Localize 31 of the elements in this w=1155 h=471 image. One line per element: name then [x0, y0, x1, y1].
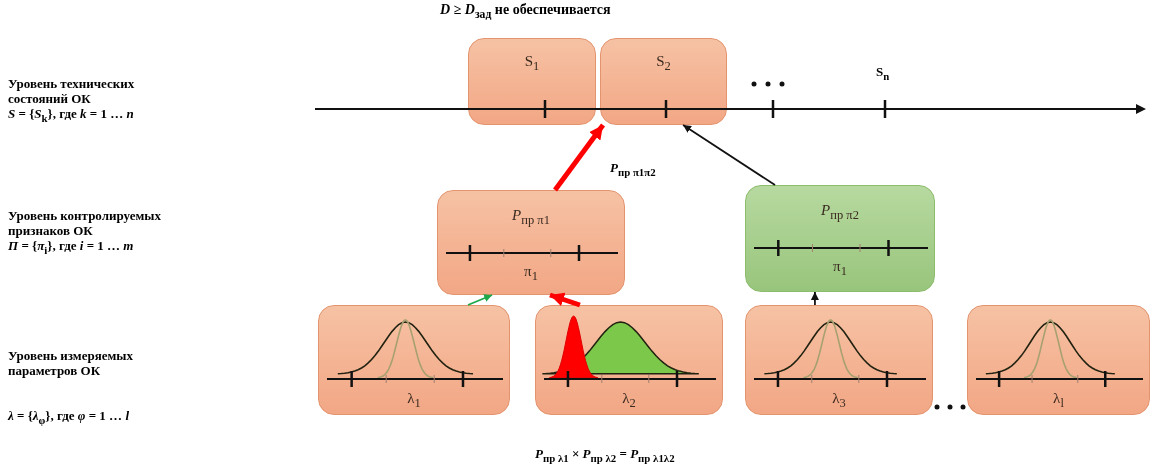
text-label: Уровень измеряемых параметров ОК: [8, 348, 134, 378]
box-label: λ$_{3}$: [831, 390, 847, 411]
box-label: λ$_{l}$: [1052, 390, 1065, 411]
text-label: S$_{n}$: [876, 64, 890, 84]
rounded-box: [745, 185, 935, 292]
box-label: λ$_{2}$: [621, 390, 637, 411]
text-label: λ = {λ$_{φ}$}, где φ = 1 … l: [8, 408, 129, 428]
arrow: [549, 292, 581, 308]
rounded-box: [535, 305, 723, 415]
text-label: P$_{пр π1π2}$: [610, 160, 656, 180]
rounded-box: [468, 38, 596, 125]
rounded-box: [318, 305, 510, 415]
rounded-box: [600, 38, 727, 125]
rounded-box: [967, 305, 1150, 415]
rounded-box: [745, 305, 933, 415]
box-label: P$_{пр π2}$: [820, 202, 860, 223]
rounded-box: [437, 190, 625, 295]
arrow: [682, 124, 776, 186]
text-label: S = {S$_{k}$}, где k = 1 … n: [8, 106, 134, 126]
text-label: P$_{пр λ1}$ × P$_{пр λ2}$ = P$_{пр λ1λ2}$: [535, 446, 675, 466]
arrow: [467, 294, 493, 306]
box-label: π$_{1}$: [832, 258, 848, 279]
box-label: S$_{1}$: [523, 53, 541, 74]
box-label: λ$_{1}$: [406, 390, 422, 411]
box-label: P$_{пр π1}$: [511, 207, 551, 228]
arrow: [810, 291, 819, 306]
title: D ≥ D$_{зад}$ не обеспечивается: [440, 2, 611, 21]
box-label: S$_{2}$: [655, 53, 672, 74]
arrow: [553, 123, 606, 192]
text-label: П = {π$_{i}$}, где i = 1 … m: [8, 238, 134, 258]
box-label: π$_{1}$: [523, 263, 539, 284]
